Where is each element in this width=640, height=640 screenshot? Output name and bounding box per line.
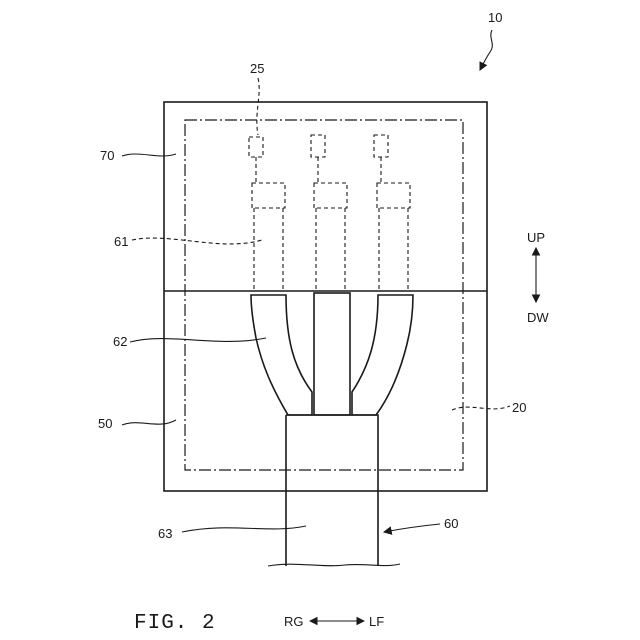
terminal-large-1 xyxy=(252,183,285,208)
label-base: 50 xyxy=(98,416,112,431)
label-device: 10 xyxy=(488,10,502,25)
terminal-large-2 xyxy=(314,183,347,208)
label-core-wire: 61 xyxy=(114,234,128,249)
branch-left xyxy=(251,295,312,415)
label-cable: 60 xyxy=(444,516,458,531)
branch-center xyxy=(314,293,350,415)
cable-branches xyxy=(251,293,413,415)
label-terminal: 25 xyxy=(250,61,264,76)
housing-outline xyxy=(164,102,487,491)
cable-cut-line xyxy=(268,564,400,566)
label-sheath: 63 xyxy=(158,526,172,541)
terminal-small-2 xyxy=(311,135,325,157)
branch-right xyxy=(352,295,413,415)
label-branch: 62 xyxy=(113,334,127,349)
direction-right-label: RG xyxy=(284,614,304,629)
terminal-small-3 xyxy=(374,135,388,157)
terminal-small-1 xyxy=(249,137,263,157)
direction-up-label: UP xyxy=(527,230,545,245)
label-board: 20 xyxy=(512,400,526,415)
direction-down-label: DW xyxy=(527,310,549,325)
terminal-group xyxy=(249,135,410,291)
direction-left-label: LF xyxy=(369,614,384,629)
figure-caption: FIG. 2 xyxy=(134,612,216,635)
board-outline xyxy=(185,120,463,470)
label-cover: 70 xyxy=(100,148,114,163)
terminal-large-3 xyxy=(377,183,410,208)
